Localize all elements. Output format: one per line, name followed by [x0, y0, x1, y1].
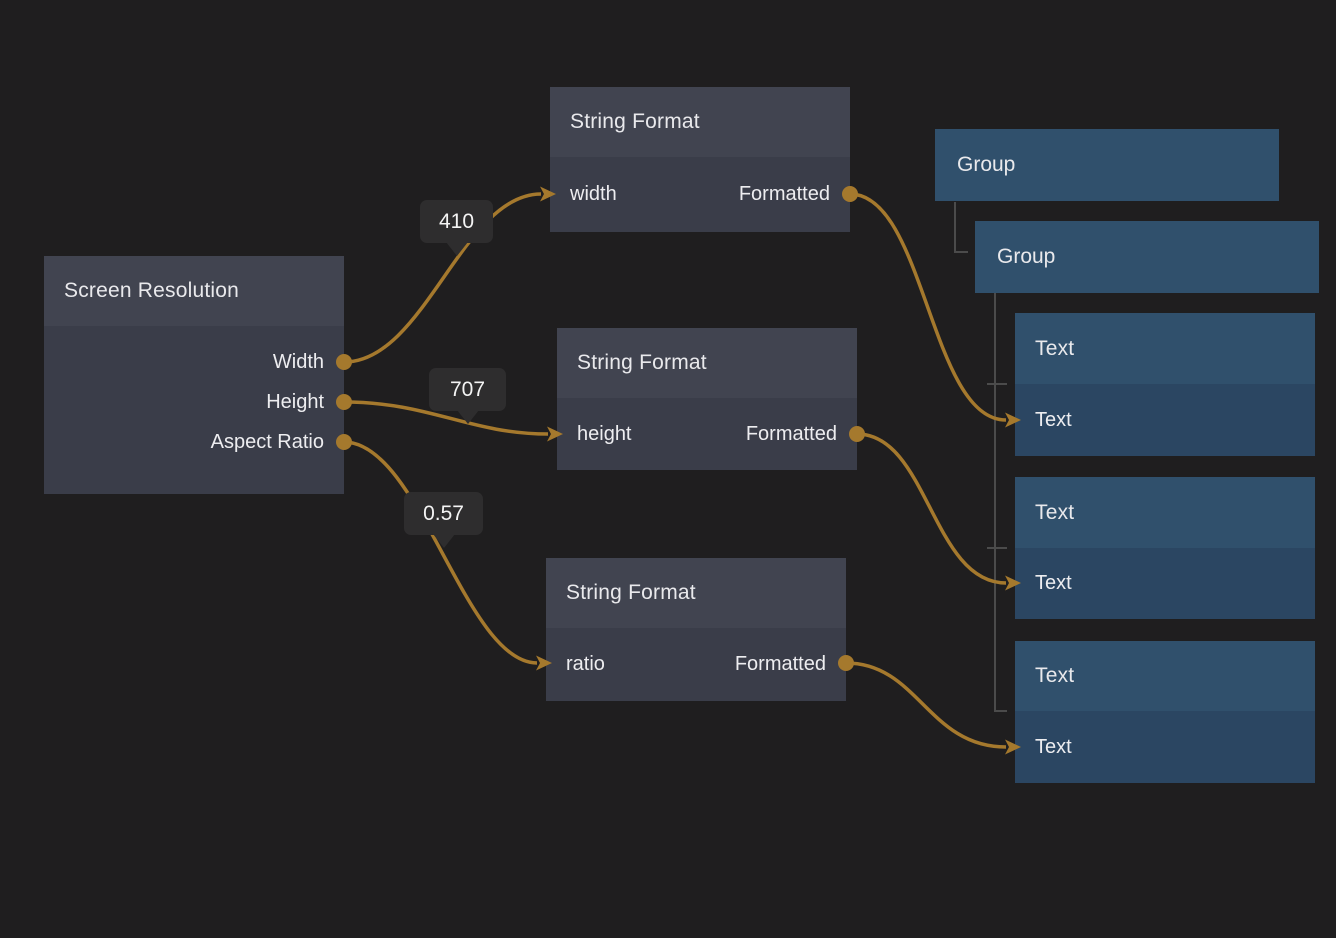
tree-connector-group-outer-inner [954, 202, 968, 253]
wire-format-height-to-text[interactable] [856, 432, 1007, 585]
wire-format-width-to-text[interactable] [849, 192, 1007, 422]
wire-arrowhead [1005, 412, 1021, 428]
node-title: Group [957, 153, 1016, 176]
output-port-formatted-width[interactable] [842, 186, 858, 202]
node-body: Text [1015, 711, 1315, 783]
tree-connector-group-children [994, 293, 1007, 712]
node-header: Text [1015, 477, 1315, 548]
node-group-outer[interactable]: Group [935, 129, 1279, 201]
node-body: width Formatted [550, 157, 850, 232]
input-pin-text: Text [1015, 384, 1315, 456]
node-screen-resolution[interactable]: Screen Resolution Width Height Aspect Ra… [44, 256, 344, 494]
node-group-inner[interactable]: Group [975, 221, 1319, 293]
node-body: ratio Formatted [546, 628, 846, 701]
node-string-format-height[interactable]: String Format height Formatted [557, 328, 857, 470]
node-header: Text [1015, 641, 1315, 711]
node-header: String Format [557, 328, 857, 398]
value-badge-ratio: 0.57 [404, 492, 483, 535]
pin-label: Text [1035, 408, 1072, 431]
node-title: Text [1035, 664, 1075, 687]
pin-label: Text [1035, 572, 1072, 594]
output-port-height[interactable] [336, 394, 352, 410]
output-port-formatted-height[interactable] [849, 426, 865, 442]
wire-format-ratio-to-text[interactable] [845, 661, 1007, 749]
node-string-format-width[interactable]: String Format width Formatted [550, 87, 850, 232]
node-title: Text [1035, 500, 1075, 524]
node-header: String Format [546, 558, 846, 628]
wire-ratio-to-format[interactable] [343, 440, 538, 665]
output-port-formatted-ratio[interactable] [838, 655, 854, 671]
node-title: Group [997, 245, 1056, 268]
output-pin-label: Formatted [738, 183, 830, 205]
node-title: String Format [566, 581, 696, 604]
wire-height-to-format[interactable] [343, 400, 549, 436]
node-body: Text [1015, 384, 1315, 456]
node-text-height[interactable]: Text Text [1015, 477, 1315, 619]
pin-label: Aspect Ratio [210, 430, 324, 453]
badge-value: 410 [438, 209, 475, 233]
wire-width-to-format[interactable] [343, 192, 542, 364]
output-port-aspect-ratio[interactable] [336, 434, 352, 450]
node-header: String Format [550, 87, 850, 157]
output-pin-height: Height [44, 382, 344, 422]
node-title: Text [1035, 336, 1075, 360]
node-string-format-ratio[interactable]: String Format ratio Formatted [546, 558, 846, 701]
badge-value: 707 [449, 377, 486, 401]
input-pin-label: width [570, 183, 617, 205]
node-body: height Formatted [557, 398, 857, 470]
input-pin-text: Text [1015, 711, 1315, 783]
node-text-ratio[interactable]: Text Text [1015, 641, 1315, 783]
output-pin-label: Formatted [745, 422, 837, 445]
wire-arrowhead [1005, 575, 1021, 591]
node-text-width[interactable]: Text Text [1015, 313, 1315, 456]
input-pin-label: height [577, 422, 632, 445]
wire-arrowhead [536, 655, 552, 671]
node-body: Text [1015, 548, 1315, 619]
node-title: String Format [570, 110, 700, 133]
wire-arrowhead [547, 426, 563, 442]
node-title: Screen Resolution [64, 279, 239, 302]
badge-value: 0.57 [423, 501, 464, 525]
node-header: Text [1015, 313, 1315, 384]
node-body: Width Height Aspect Ratio [44, 326, 344, 494]
node-header: Screen Resolution [44, 256, 344, 326]
input-pin-label: ratio [566, 653, 605, 675]
output-pin-aspect-ratio: Aspect Ratio [44, 422, 344, 462]
value-badge-width: 410 [420, 200, 493, 243]
pin-label: Text [1035, 735, 1072, 758]
output-pin-label: Formatted [734, 653, 826, 675]
output-pin-width: Width [44, 342, 344, 382]
pin-label: Height [266, 390, 324, 413]
wire-arrowhead [540, 186, 556, 202]
pin-label: Width [272, 350, 324, 373]
input-pin-text: Text [1015, 548, 1315, 619]
node-title: String Format [577, 351, 707, 374]
wire-arrowhead [1005, 739, 1021, 755]
value-badge-height: 707 [429, 368, 506, 411]
output-port-width[interactable] [336, 354, 352, 370]
